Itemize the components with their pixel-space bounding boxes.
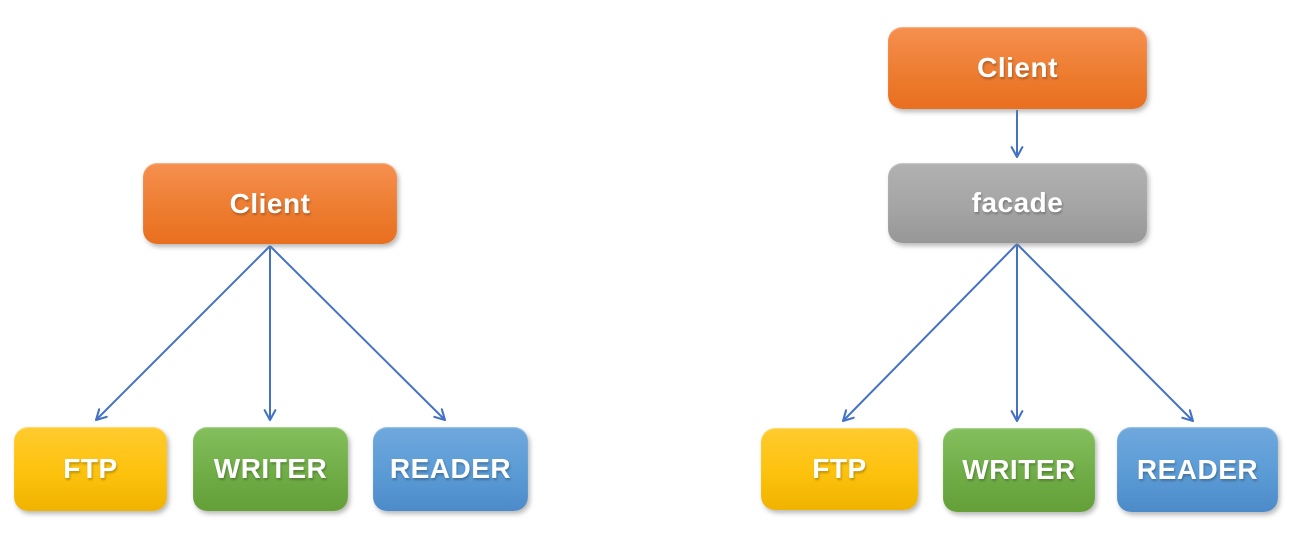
node-label: WRITER xyxy=(213,453,328,484)
left-ftp-node: FTP xyxy=(14,427,167,511)
node-label: Client xyxy=(977,52,1058,83)
node-label: facade xyxy=(971,187,1064,218)
right-writer-node: WRITER xyxy=(943,428,1095,512)
right-client-node: Client xyxy=(888,27,1147,109)
arrow-right-facade-to-ftp xyxy=(841,243,1018,423)
right-facade-node: facade xyxy=(888,163,1147,243)
right-ftp-node: FTP xyxy=(761,428,918,510)
node-label: WRITER xyxy=(962,454,1076,485)
node-label: FTP xyxy=(812,453,867,484)
node-label: READER xyxy=(389,453,512,484)
right-reader-node: READER xyxy=(1117,427,1278,512)
arrow-left-client-to-ftp xyxy=(94,245,271,422)
node-label: FTP xyxy=(63,453,118,484)
node-label: Client xyxy=(229,187,311,219)
node-label: READER xyxy=(1136,453,1259,485)
left-client-node: Client xyxy=(143,163,397,244)
arrow-left-client-to-reader xyxy=(269,245,447,422)
left-reader-node: READER xyxy=(373,427,528,511)
left-writer-node: WRITER xyxy=(193,427,348,511)
arrow-right-facade-to-reader xyxy=(1016,243,1195,423)
